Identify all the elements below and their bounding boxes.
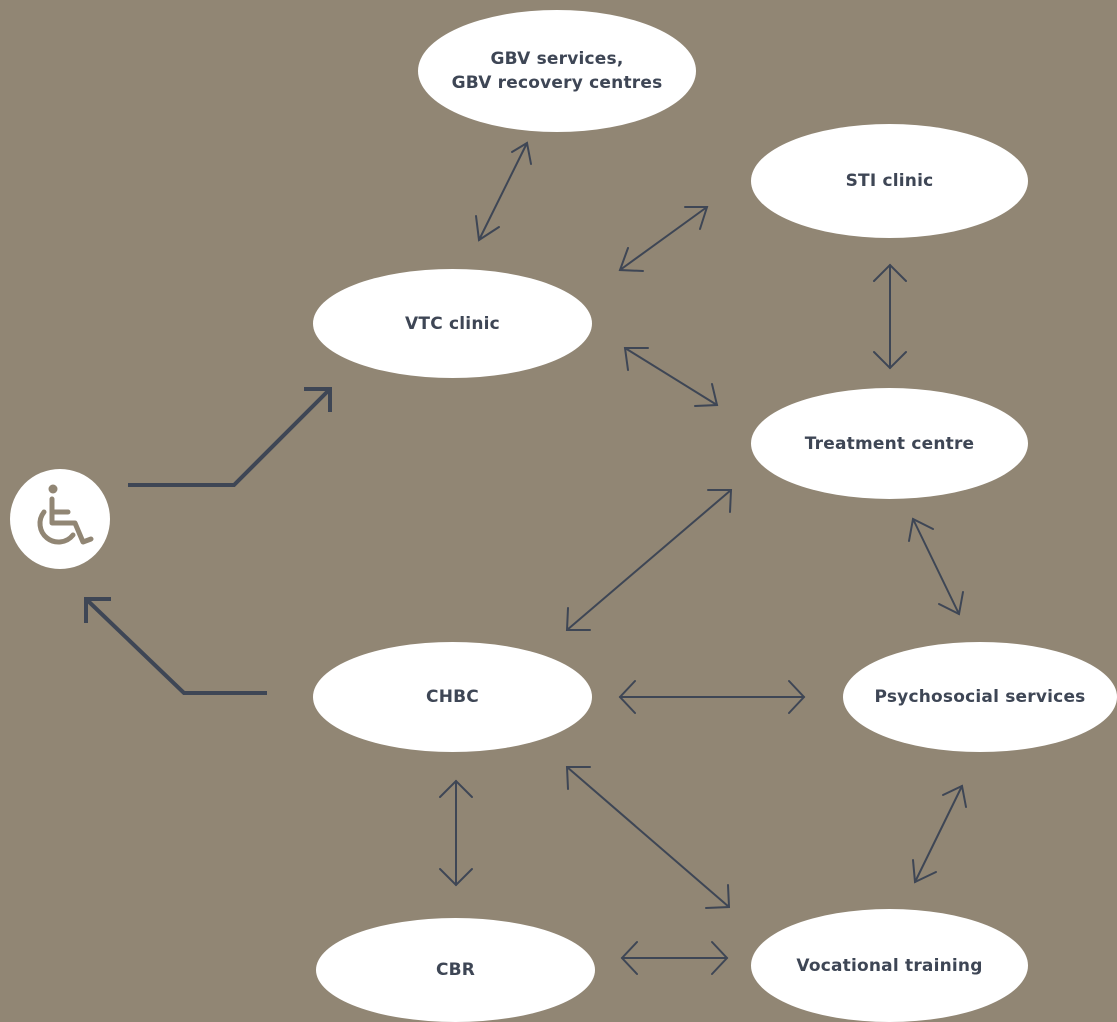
- node-treatment-label: Treatment centre: [804, 433, 975, 454]
- node-vocational-training: Vocational training: [751, 909, 1028, 1022]
- arrow-treatment-psychosocial: [908, 517, 964, 616]
- node-gbv-line2: GBV recovery centres: [451, 73, 663, 93]
- node-psychosocial-label: Psychosocial services: [874, 687, 1086, 707]
- arrow-vtc-treatment: [623, 347, 719, 407]
- arrow-cbr-vocational: [620, 941, 729, 975]
- arrow-vtc-sti: [618, 206, 709, 272]
- arrow-sti-treatment: [873, 263, 907, 370]
- arrow-chbc-cbr: [439, 779, 473, 887]
- node-sti-label: STI clinic: [845, 171, 934, 191]
- arrow-psychosocial-vocational: [912, 784, 967, 884]
- node-chbc-label: CHBC: [426, 687, 479, 707]
- arrow-vtc-gbv: [475, 141, 532, 242]
- node-psychosocial-services: Psychosocial services: [843, 642, 1117, 752]
- node-cbr-label: CBR: [435, 960, 476, 980]
- arrow-chbc-to-person: [84, 597, 267, 695]
- arrow-chbc-psychosocial: [618, 680, 806, 714]
- person-node: [10, 469, 110, 569]
- node-cbr: CBR: [316, 918, 595, 1022]
- node-gbv-line1: GBV services,: [490, 49, 624, 69]
- arrow-person-to-vtc: [128, 387, 332, 487]
- arrow-treatment-chbc: [565, 489, 733, 631]
- node-sti-clinic: STI clinic: [751, 124, 1028, 238]
- wheelchair-icon: [37, 484, 94, 545]
- node-gbv-services: GBV services, GBV recovery centres: [418, 10, 696, 132]
- node-treatment-centre: Treatment centre: [751, 388, 1028, 499]
- node-vtc-label: VTC clinic: [405, 313, 500, 334]
- node-chbc: CHBC: [313, 642, 592, 752]
- arrow-chbc-vocational: [565, 766, 731, 909]
- node-vocational-label: Vocational training: [796, 955, 983, 976]
- node-vtc-clinic: VTC clinic: [313, 269, 592, 378]
